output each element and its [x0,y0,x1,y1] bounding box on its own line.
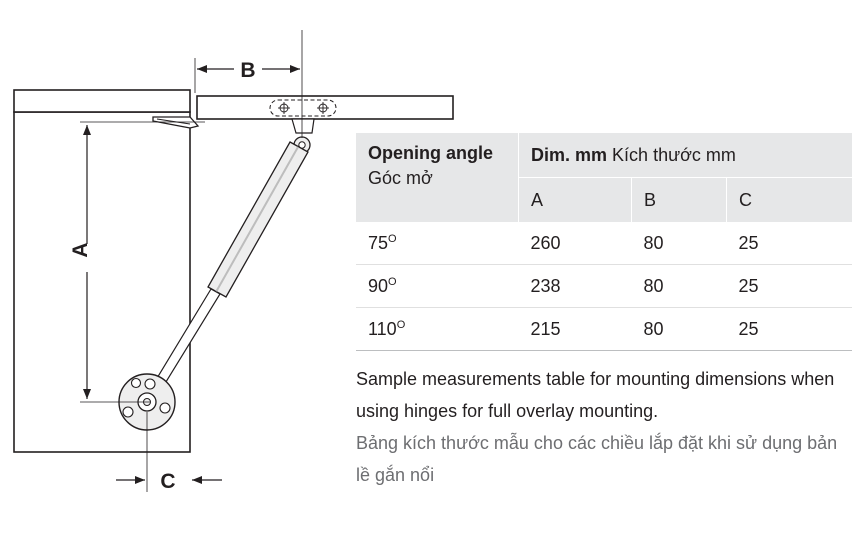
row-a-value: 215 [518,307,632,351]
row-a-value: 238 [518,264,632,308]
caption-english: Sample measurements table for mounting d… [356,369,835,421]
header-opening-angle-en: Opening angle [368,143,494,163]
table-row: 75O 260 80 25 [356,222,852,265]
row-b-value: 80 [631,222,727,265]
header-col-a: A [518,177,632,222]
base-screw-hole-2 [159,402,171,414]
header-opening-angle-vi: Góc mở [368,168,433,188]
header-dim-en: Dim. mm [531,144,608,165]
strut-top-connector [291,118,315,134]
caption-vietnamese: Bảng kích thước mẫu cho các chiều lắp đặ… [356,433,838,485]
cabinet-top-panel [13,89,191,113]
row-b-value: 80 [631,264,727,308]
row-c-value: 25 [726,307,852,351]
base-screw-hole-1 [144,378,156,390]
degree-mark: O [388,275,397,288]
door-screw-crosshair-left [278,102,290,114]
dimension-c-label: C [160,470,175,493]
degree-mark: O [396,318,406,331]
row-b-value: 80 [631,307,727,351]
row-a-value: 260 [518,222,632,265]
row-c-value: 25 [726,222,852,265]
header-dimensions: Dim. mm Kích thước mm [518,133,852,178]
door-mounting-plate [269,99,337,117]
flap-door [196,95,454,120]
base-screw-hole-4 [130,377,142,389]
door-screw-crosshair-right [317,102,329,114]
header-col-b: B [631,177,727,222]
base-screw-hole-3 [122,406,134,418]
dimension-a-label: A [69,242,92,257]
table-row: 110O 215 80 25 [356,307,852,351]
header-opening-angle: Opening angle Góc mở [356,133,519,222]
row-angle: 75O [356,222,519,265]
caption: Sample measurements table for mounting d… [356,363,856,491]
dimensions-table: Opening angle Góc mở Dim. mm Kích thước … [356,133,852,351]
row-angle: 90O [356,264,519,308]
dimension-b-label: B [240,59,255,82]
header-dim-vi: Kích thước mm [612,144,736,165]
row-angle: 110O [356,307,519,351]
row-c-value: 25 [726,264,852,308]
table-row: 90O 238 80 25 [356,264,852,308]
header-col-c: C [726,177,852,222]
degree-mark: O [388,232,397,245]
table-header-row: Opening angle Góc mở Dim. mm Kích thước … [356,133,852,188]
